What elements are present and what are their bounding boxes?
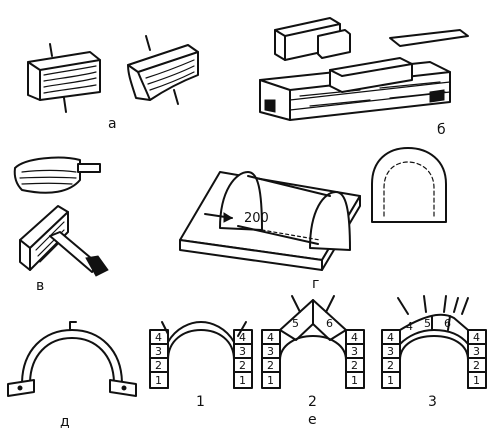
arch2-right-4: 4 [351, 331, 358, 344]
arch3-left-3: 3 [387, 345, 394, 358]
arch3-right-4: 4 [473, 331, 480, 344]
label-a: а [108, 116, 117, 132]
block-a-right [127, 35, 199, 105]
formwork-b [259, 17, 469, 121]
arch-1-number: 1 [196, 394, 205, 410]
arch3-left-1: 1 [387, 374, 394, 387]
arch1-left-1: 1 [155, 374, 162, 387]
trowel-v [13, 156, 101, 194]
arch-1: 4 3 2 1 4 3 2 1 [149, 321, 253, 389]
arch2-left-2: 2 [267, 359, 274, 372]
arch2-key-6: 6 [326, 317, 333, 330]
arch3-right-2: 2 [473, 359, 480, 372]
arch-2: 5 6 4 3 2 1 4 3 2 1 [261, 295, 365, 389]
arch2-left-3: 3 [267, 345, 274, 358]
dimension-200: 200 [244, 211, 269, 226]
label-g: г [312, 276, 319, 292]
arch-2-number: 2 [308, 394, 317, 410]
label-b: б [437, 122, 446, 138]
arch1-left-2: 2 [155, 359, 162, 372]
arch2-left-1: 1 [267, 374, 274, 387]
arch3-key-5: 5 [424, 317, 431, 330]
arch2-key-5: 5 [292, 317, 299, 330]
template-g: 200 [179, 171, 361, 271]
label-d: д [60, 414, 70, 430]
arch1-right-2: 2 [239, 359, 246, 372]
arch1-left-4: 4 [155, 331, 162, 344]
arch1-right-4: 4 [239, 331, 246, 344]
arch3-key-4: 4 [406, 320, 413, 333]
arch3-right-3: 3 [473, 345, 480, 358]
arch2-right-1: 1 [351, 374, 358, 387]
arch2-right-3: 3 [351, 345, 358, 358]
strap-d [7, 321, 137, 397]
arch2-left-4: 4 [267, 331, 274, 344]
arch1-right-3: 3 [239, 345, 246, 358]
arch2-right-2: 2 [351, 359, 358, 372]
arch-3: 4 5 6 4 3 2 1 4 3 2 1 [381, 295, 487, 389]
float-v [19, 205, 109, 277]
arch3-left-2: 2 [387, 359, 394, 372]
label-e: е [308, 412, 317, 428]
arch3-left-4: 4 [387, 331, 394, 344]
arch3-right-1: 1 [473, 374, 480, 387]
arch-3-number: 3 [428, 394, 437, 410]
arch3-key-6: 6 [444, 317, 451, 330]
block-a-left [27, 43, 101, 113]
template-g-front [371, 147, 447, 223]
arch1-right-1: 1 [239, 374, 246, 387]
label-v: в [36, 278, 44, 294]
arch1-left-3: 3 [155, 345, 162, 358]
